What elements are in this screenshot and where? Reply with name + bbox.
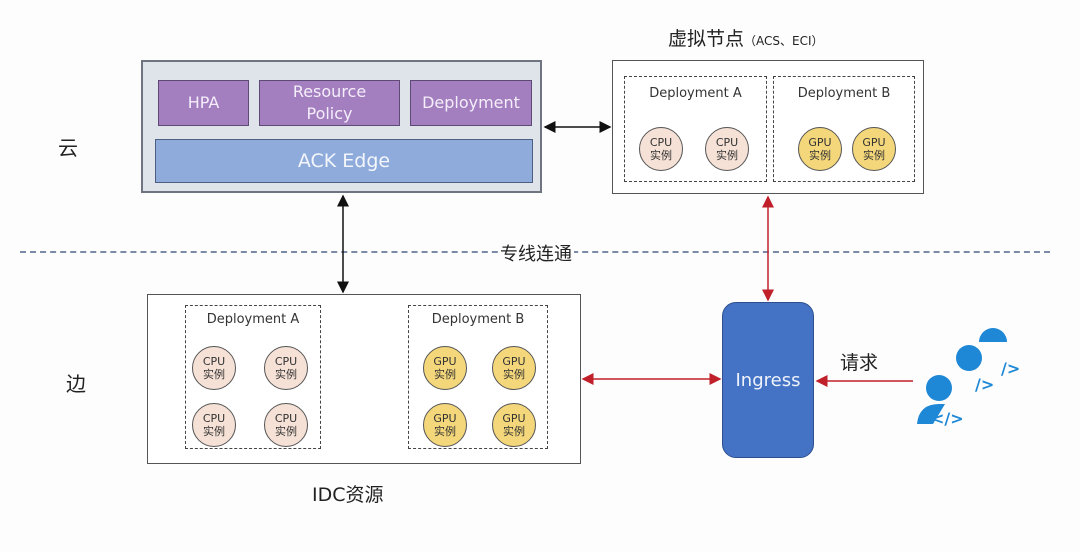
vnode-deployment-a: Deployment A CPU 实例 CPU 实例	[624, 76, 767, 182]
gpu-instance: GPU 实例	[852, 127, 896, 171]
instance-label: 实例	[716, 149, 738, 162]
virtual-node-title: 虚拟节点（ACS、ECI）	[668, 24, 824, 51]
cpu-instance: CPU 实例	[264, 403, 308, 447]
developer-users-icon: /> /> </>	[917, 328, 1020, 428]
instance-label: 实例	[203, 425, 225, 438]
instance-type: GPU	[433, 412, 457, 425]
instance-type: GPU	[433, 355, 457, 368]
gpu-instance: GPU 实例	[492, 346, 536, 390]
svg-text:/>: />	[975, 375, 994, 394]
deployment-title: Deployment B	[431, 312, 525, 327]
ingress-box: Ingress	[722, 302, 814, 458]
instance-type: GPU	[502, 412, 526, 425]
hpa-component: HPA	[158, 80, 249, 126]
instance-type: GPU	[808, 136, 832, 149]
deployment-component: Deployment	[410, 80, 532, 126]
virtual-node-title-text: 虚拟节点	[668, 28, 745, 50]
vnode-deployment-b: Deployment B GPU 实例 GPU 实例	[773, 76, 915, 182]
cpu-instance: CPU 实例	[192, 403, 236, 447]
instance-type: CPU	[202, 355, 226, 368]
cpu-instance: CPU 实例	[639, 127, 683, 171]
cloud-zone-label: 云	[58, 136, 78, 160]
instance-label: 实例	[809, 149, 831, 162]
idc-resources-box: Deployment A CPU 实例 CPU 实例 CPU 实例 CPU 实例…	[147, 294, 581, 464]
edge-zone-label: 边	[66, 372, 86, 396]
instance-type: CPU	[715, 136, 739, 149]
ack-edge-platform: ACK Edge	[155, 139, 533, 183]
instance-label: 实例	[275, 425, 297, 438]
svg-text:</>: </>	[931, 409, 964, 428]
deployment-title: Deployment A	[649, 86, 742, 101]
instance-label: 实例	[503, 368, 525, 381]
instance-label: 实例	[275, 368, 297, 381]
deployment-title: Deployment B	[797, 86, 891, 101]
cpu-instance: CPU 实例	[192, 346, 236, 390]
instance-type: CPU	[202, 412, 226, 425]
request-label: 请求	[840, 352, 879, 374]
idc-title: IDC资源	[312, 484, 384, 506]
cpu-instance: CPU 实例	[264, 346, 308, 390]
divider-label: 专线连通	[498, 240, 574, 266]
instance-type: CPU	[649, 136, 673, 149]
instance-label: 实例	[503, 425, 525, 438]
idc-deployment-a: Deployment A CPU 实例 CPU 实例 CPU 实例 CPU 实例	[185, 305, 321, 449]
idc-deployment-b: Deployment B GPU 实例 GPU 实例 GPU 实例 GPU 实例	[408, 305, 548, 449]
cpu-instance: CPU 实例	[705, 127, 749, 171]
instance-label: 实例	[203, 368, 225, 381]
instance-label: 实例	[650, 149, 672, 162]
deployment-title: Deployment A	[206, 312, 300, 327]
instance-label: 实例	[863, 149, 885, 162]
instance-type: CPU	[274, 355, 298, 368]
instance-type: GPU	[862, 136, 886, 149]
instance-type: CPU	[274, 412, 298, 425]
gpu-instance: GPU 实例	[423, 346, 467, 390]
resource-policy-component: Resource Policy	[259, 80, 400, 126]
gpu-instance: GPU 实例	[492, 403, 536, 447]
instance-label: 实例	[434, 425, 456, 438]
svg-text:/>: />	[1001, 359, 1020, 378]
virtual-node-box: Deployment A CPU 实例 CPU 实例 Deployment B …	[612, 60, 924, 194]
instance-label: 实例	[434, 368, 456, 381]
virtual-node-subtitle: （ACS、ECI）	[744, 34, 824, 48]
gpu-instance: GPU 实例	[423, 403, 467, 447]
gpu-instance: GPU 实例	[798, 127, 842, 171]
instance-type: GPU	[502, 355, 526, 368]
cloud-cluster-box: HPA Resource Policy Deployment ACK Edge	[141, 60, 542, 193]
